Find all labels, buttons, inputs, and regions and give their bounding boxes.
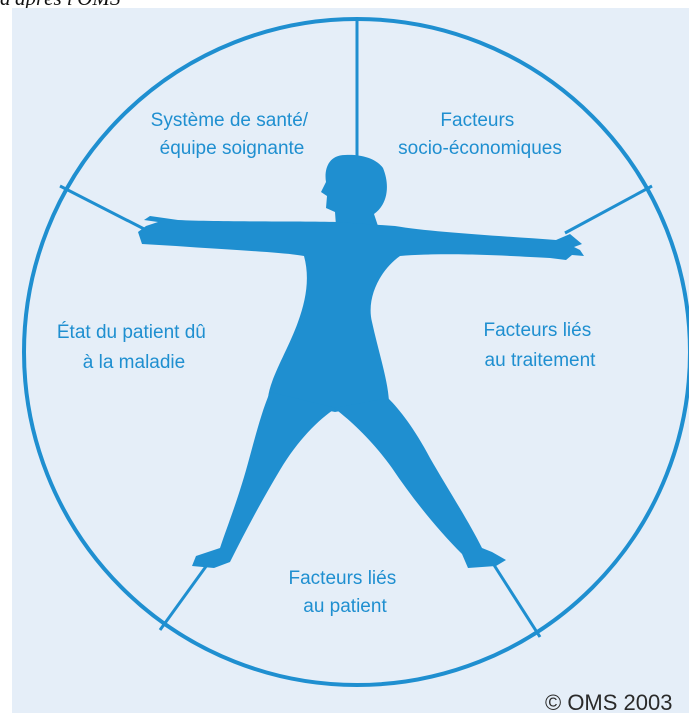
divider-lower-left <box>158 564 209 631</box>
divider-upper-right <box>564 184 653 235</box>
label-health-system: Système de santé/ équipe soignante <box>151 110 314 159</box>
label-treatment: Facteurs liés au traitement <box>484 320 597 371</box>
label-disease-condition: État du patient dû à la maladie <box>57 322 211 373</box>
source-caption: d'après l'OMS <box>0 0 120 11</box>
divider-upper-left <box>59 184 151 234</box>
label-patient: Facteurs liés au patient <box>289 568 402 617</box>
human-figure <box>138 154 584 568</box>
copyright-notice: © OMS 2003 <box>545 690 673 713</box>
divider-lower-right <box>492 564 542 638</box>
label-socio-economic: Facteurs socio-économiques <box>398 110 562 159</box>
